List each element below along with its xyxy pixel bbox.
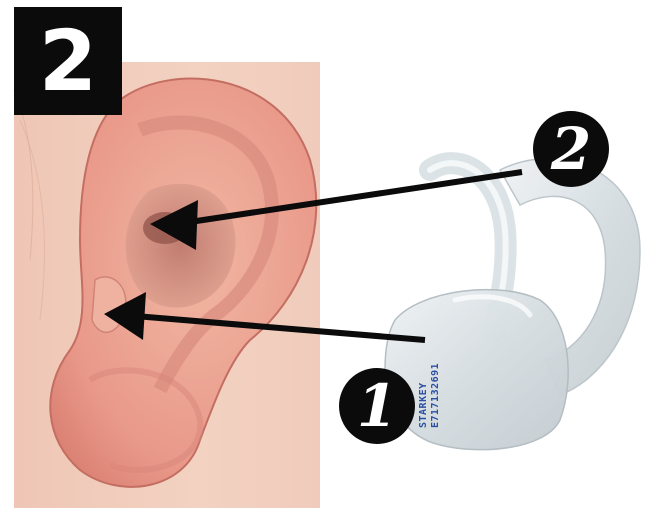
callout-marker-1: 1: [339, 368, 415, 444]
callout-marker-2: 2: [533, 111, 609, 187]
step-number-badge: 2: [14, 7, 122, 115]
ear-photo: [14, 62, 320, 508]
earmold-serial: E717132691: [430, 363, 442, 428]
earmold-brand: STARKEY: [418, 363, 430, 428]
earmold-imprint: STARKEY E717132691: [418, 363, 442, 428]
